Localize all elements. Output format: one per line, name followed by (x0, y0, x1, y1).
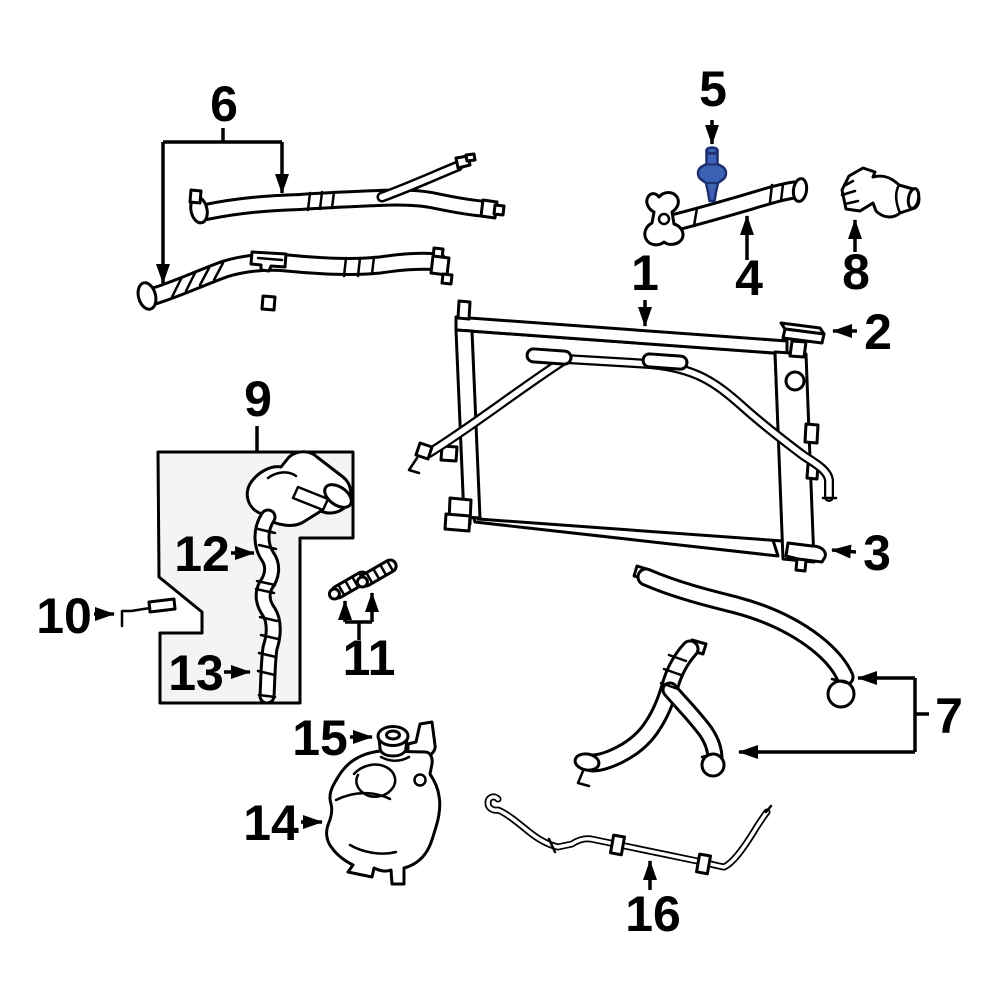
top-bar-slot (525, 347, 573, 366)
callout-label-8[interactable]: 8 (842, 244, 870, 300)
reservoir-cap-illustration (376, 725, 410, 758)
inlet-hose-illustration (643, 177, 809, 247)
coolant-reservoir-illustration (325, 720, 442, 886)
callout-label-10[interactable]: 10 (36, 588, 92, 644)
callout-label-15[interactable]: 15 (292, 710, 348, 766)
hose-clamp-bracket (249, 250, 288, 273)
retainer-clip-illustration (120, 597, 177, 628)
callout-label-7[interactable]: 7 (935, 688, 963, 744)
drain-cock-highlighted[interactable] (696, 146, 728, 203)
callout-label-2[interactable]: 2 (864, 304, 892, 360)
callout-bracket-6 (163, 128, 282, 144)
callout-label-5[interactable]: 5 (699, 61, 727, 117)
hose-open-end (136, 281, 158, 311)
callout-label-12[interactable]: 12 (174, 526, 230, 582)
callout-label-11[interactable]: 11 (343, 630, 396, 686)
connector-open-end (906, 187, 921, 210)
hose-clamps-illustration (327, 558, 398, 601)
hose-connector-illustration (245, 450, 353, 527)
callout-label-6[interactable]: 6 (210, 76, 238, 132)
lower-radiator-hoses-illustration (573, 564, 856, 788)
tube-clip (609, 833, 626, 857)
lower-bracket-illustration (784, 541, 827, 573)
callout-bracket-11 (345, 620, 372, 640)
lower-hose-illustration (253, 508, 282, 705)
callout-label-4[interactable]: 4 (735, 250, 763, 306)
hose-flange (643, 191, 685, 247)
outlet-connector-illustration (840, 166, 921, 219)
callout-label-1[interactable]: 1 (631, 245, 659, 301)
callout-labels: 1 2 3 4 5 6 7 8 9 10 11 12 13 14 15 16 (36, 61, 963, 942)
hose-open-end (826, 679, 856, 709)
upper-hoses-illustration (136, 152, 506, 312)
callout-label-13[interactable]: 13 (168, 645, 224, 701)
callout-label-9[interactable]: 9 (244, 371, 272, 427)
radiator-illustration (407, 299, 838, 564)
upper-bracket-illustration (779, 321, 826, 359)
callout-label-3[interactable]: 3 (863, 525, 891, 581)
overflow-tube-illustration (484, 793, 773, 876)
callout-label-16[interactable]: 16 (625, 886, 681, 942)
reservoir-body (325, 749, 442, 886)
callout-arrows (94, 120, 929, 890)
callout-arrow-3 (831, 544, 857, 559)
hose-open-end (573, 752, 601, 772)
callout-bracket-7 (913, 678, 929, 752)
filler-neck-circle (784, 370, 806, 392)
top-bar-slot (641, 352, 689, 371)
callout-label-14[interactable]: 14 (243, 795, 299, 851)
hose-group-box (156, 450, 355, 705)
hose-open-end (791, 177, 809, 203)
tube-clip (695, 852, 712, 876)
